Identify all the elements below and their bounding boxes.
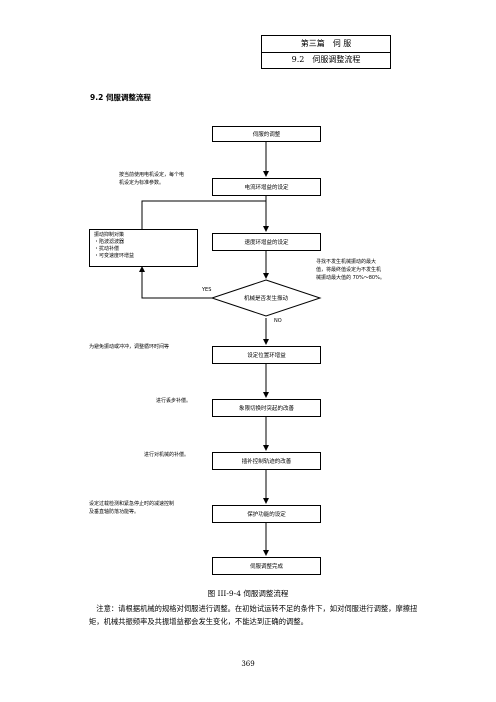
vibration-countermeasure-box: 振动抑制对策 ・陷波滤波器 ・扰动补偿 ・可变速度环增益 bbox=[89, 229, 198, 267]
speed-loop-gain-node: 速度环增益的设定 bbox=[212, 233, 321, 251]
running-header: 第三篇 伺 服 9.2 伺服调整流程 bbox=[261, 35, 391, 69]
yes-label: YES bbox=[202, 287, 212, 293]
current-loop-gain-node: 电流环增益的设定 bbox=[212, 178, 321, 196]
page-number: 369 bbox=[241, 660, 255, 668]
decision-label: 机械是否发生振动 bbox=[243, 296, 288, 302]
vibration-item-disturbance: ・扰动补偿 bbox=[94, 246, 120, 252]
vibration-item-variable-gain: ・可变速度环增益 bbox=[94, 253, 135, 259]
chapter-title: 第三篇 伺 服 bbox=[262, 36, 390, 53]
note-paragraph: 注意：请根据机械的规格对伺服进行调整。在初始试运转不足的条件下，如对伺服进行调整… bbox=[89, 604, 418, 626]
end-node: 伺服调整完成 bbox=[212, 557, 321, 575]
note-speed: 寻找不发生机械振动的最大 值，将最终值设定为不发生机 械振动最大值的 70%～8… bbox=[316, 259, 385, 281]
interpolation-improve-node: 插补控制轨迹的改善 bbox=[212, 452, 321, 470]
section-header: 9.2 伺服调整流程 bbox=[291, 55, 361, 64]
arrow-yes-to-vibration bbox=[139, 266, 212, 299]
section-title: 9.2 伺服调整流程 bbox=[90, 93, 151, 102]
protection-setting-node: 保护功能的设定 bbox=[212, 505, 321, 523]
no-label: NO bbox=[274, 318, 282, 324]
note-protect: 设定过载检测和紧急停止时的减速控制 及垂直轴防落功能等。 bbox=[89, 501, 175, 515]
quadrant-improve-node: 象限切换时突起的改善 bbox=[212, 399, 321, 417]
start-node: 伺服的调整 bbox=[212, 126, 321, 142]
arrow-vibration-return bbox=[141, 200, 266, 229]
note-quadrant: 进行丢步补偿。 bbox=[156, 398, 192, 404]
note-interp: 进行对机械的补偿。 bbox=[144, 452, 190, 458]
vibration-item-notch: ・陷波滤波器 bbox=[94, 239, 125, 245]
decision-diamond bbox=[210, 279, 322, 317]
vibration-box-title: 振动抑制对策 bbox=[94, 232, 125, 238]
note-current: 按当前使用电机设定，每个电 机设定为标准参数。 bbox=[119, 172, 185, 186]
figure-caption: 图 III-9-4 伺服调整流程 bbox=[207, 589, 289, 598]
note-position: 为避免振动或冲冲，调整循环时间等 bbox=[89, 344, 170, 350]
position-loop-gain-node: 设定位置环增益 bbox=[212, 346, 321, 364]
